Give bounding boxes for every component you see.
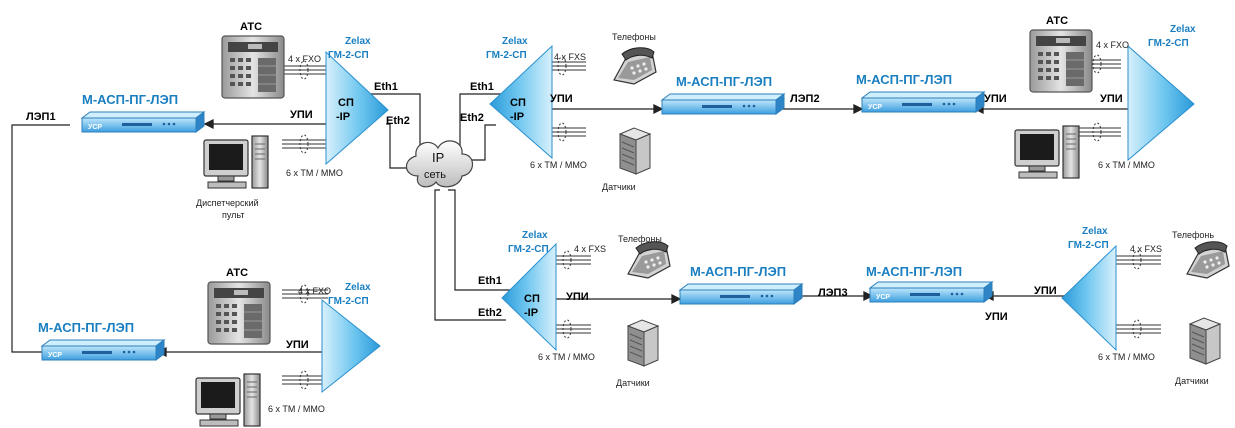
gateway-ip-label: -IP [336,111,350,123]
phones-label: Телефоны [612,32,656,42]
usr-label: УСР [88,124,102,131]
sensors-label: Датчики [1175,376,1209,386]
ats-label: АТС [226,267,248,279]
usr-label: УСР [48,352,62,359]
connection-lines [11,93,512,353]
sensors-label: Датчики [602,182,636,192]
workstation-icon [1014,125,1080,179]
cloud-icon [405,140,474,188]
tm-label: 6 x TM / MMO [1098,352,1155,362]
lep-label: ЛЭП2 [790,93,820,105]
gateway-icon [321,298,381,394]
workstation-icon [203,135,269,189]
gateway-brand: Zelax [502,36,528,47]
ip-cloud-label: сеть [424,169,446,181]
gateway-brand: Zelax [345,36,371,47]
eth1-label: Eth1 [478,275,502,287]
gateway-ip-label: -IP [524,307,538,319]
pbx-icon [221,35,285,99]
usr-label: УСР [868,104,882,111]
gateway-ip-label: -IP [510,111,524,123]
gateway-icon [325,50,389,166]
eth2-label: Eth2 [386,115,410,127]
upi-label: УПИ [566,291,589,303]
eth2-label: Eth2 [478,307,502,319]
multiplexer-title: М-АСП-ПГ-ЛЭП [38,320,134,335]
server-icon [1189,317,1221,365]
pbx-icon [207,281,271,345]
ip-cloud-label: IP [432,150,444,165]
gateway-brand: Zelax [1170,24,1196,35]
modem-icon [679,283,803,305]
upi-label: УПИ [290,109,313,121]
fxo-label: 4 x FXO [298,286,331,296]
dispatcher-label: пульт [222,210,245,220]
eth2-label: Eth2 [460,112,484,124]
multiplexer-title: М-АСП-ПГ-ЛЭП [690,264,786,279]
multiplexer-title: М-АСП-ПГ-ЛЭП [856,72,952,87]
gateway-model: ГМ-2-СП [1068,240,1109,251]
gateway-icon [501,242,557,352]
ats-label: АТС [1046,15,1068,27]
upi-label: УПИ [984,93,1007,105]
upi-label: УПИ [286,339,309,351]
tm-label: 6 x TM / MMO [530,160,587,170]
dispatcher-label: Диспетчерский [196,198,259,208]
gateway-sp-label: СП [338,97,354,109]
phones-label: Телефонь [1172,230,1214,240]
multiplexer-title: М-АСП-ПГ-ЛЭП [676,74,772,89]
tm-label: 6 x TM / MMO [268,404,325,414]
tm-label: 6 x TM / MMO [286,168,343,178]
eth1-label: Eth1 [374,81,398,93]
upi-label: УПИ [550,93,573,105]
gateway-brand: Zelax [522,230,548,241]
upi-label: УПИ [1034,285,1057,297]
tm-label: 6 x TM / MMO [1098,160,1155,170]
gateway-icon [489,44,553,160]
upi-label: УПИ [1100,93,1123,105]
gateway-icon [1127,44,1195,162]
gateway-sp-label: СП [510,97,526,109]
gateway-model: ГМ-2-СП [328,296,369,307]
lep-label: ЛЭП3 [818,287,848,299]
gateway-model: ГМ-2-СП [486,50,527,61]
multiplexer-title: М-АСП-ПГ-ЛЭП [866,264,962,279]
sensors-label: Датчики [616,378,650,388]
gateway-brand: Zelax [345,282,371,293]
lep-label: ЛЭП1 [26,111,56,123]
fxs-label: 4 x FXS [1130,244,1162,254]
fxo-label: 4 x FXO [288,54,321,64]
gateway-icon [1061,244,1117,352]
gateway-sp-label: СП [524,293,540,305]
gateway-model: ГМ-2-СП [1148,38,1189,49]
server-icon [627,319,659,367]
gateway-model: ГМ-2-СП [328,50,369,61]
gateway-model: ГМ-2-СП [508,244,549,255]
modem-icon [661,93,785,115]
multiplexer-title: М-АСП-ПГ-ЛЭП [82,92,178,107]
tm-label: 6 x TM / MMO [538,352,595,362]
eth1-label: Eth1 [470,81,494,93]
gateway-brand: Zelax [1082,226,1108,237]
phones-label: Телефоны [618,234,662,244]
phone-icon [627,241,671,279]
upi-label: УПИ [985,311,1008,323]
phone-icon [613,47,657,85]
fxo-label: 4 x FXO [1096,40,1129,50]
workstation-icon [195,373,261,427]
phone-icon [1186,241,1230,279]
fxs-label: 4 x FXS [554,52,586,62]
usr-label: УСР [876,294,890,301]
server-icon [619,127,651,175]
fxs-label: 4 x FXS [574,244,606,254]
ats-label: АТС [240,21,262,33]
pbx-icon [1029,29,1093,93]
